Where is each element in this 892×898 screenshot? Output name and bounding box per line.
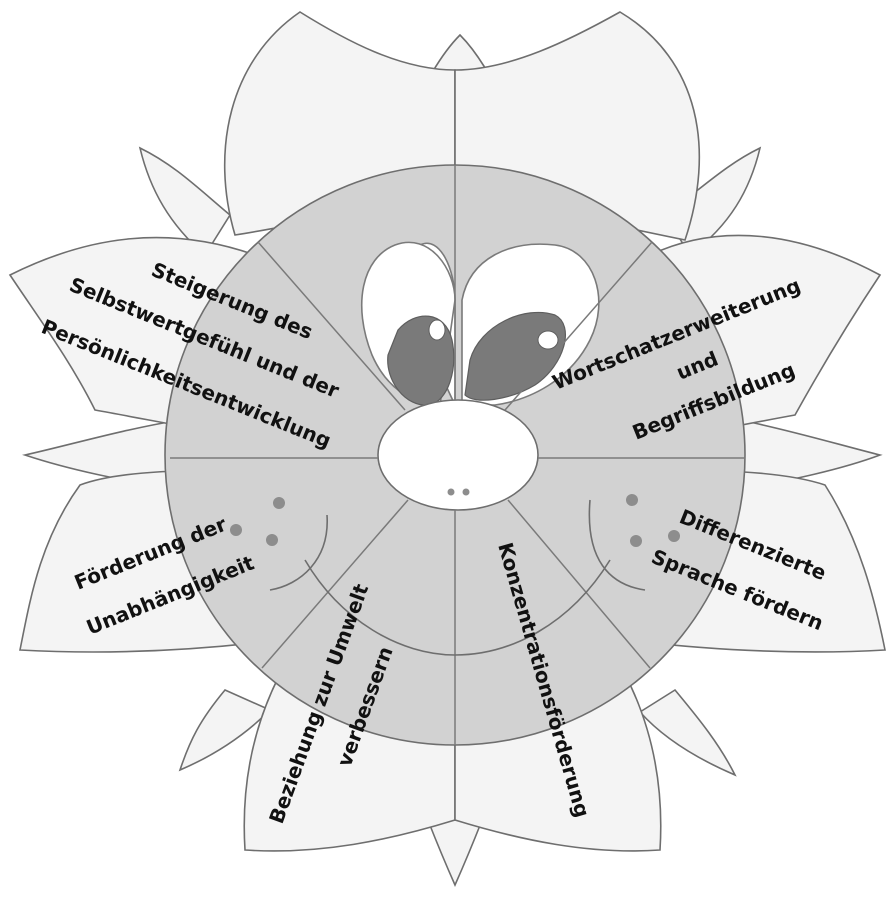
divider-lower-right	[507, 499, 651, 669]
nostril-left	[447, 488, 455, 496]
nostril-right	[462, 488, 470, 496]
nose	[377, 399, 539, 511]
back-petal-upper-left	[138, 146, 232, 257]
left-glint	[428, 319, 446, 341]
smile	[269, 499, 646, 656]
back-petal-lower-right	[638, 688, 737, 777]
right-glint	[537, 330, 559, 350]
divider-upper-right	[504, 241, 653, 411]
back-petal-lower-left	[178, 689, 272, 772]
eyes	[360, 241, 600, 406]
divider-upper-left	[257, 241, 406, 411]
cheek-dot-right-1	[626, 494, 638, 506]
cheek-dot-right-3	[630, 535, 642, 547]
cheek-dot-left-3	[266, 534, 278, 546]
cheek-dot-left-1	[273, 497, 285, 509]
divider-lower-left	[261, 499, 409, 669]
segment-dividers	[170, 165, 745, 745]
cheek-dot-right-2	[668, 530, 680, 542]
cheek-dot-left-2	[230, 524, 242, 536]
